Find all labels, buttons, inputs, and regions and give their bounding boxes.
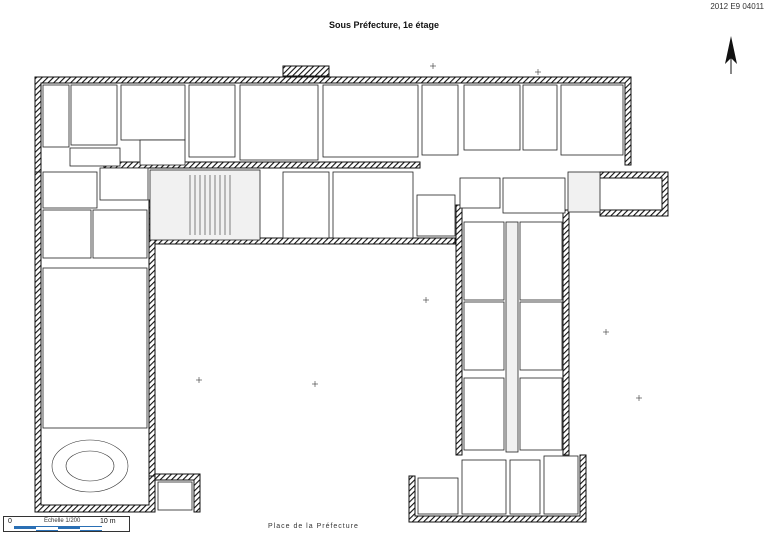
room-north-09 [522,84,558,151]
room-west-01 [42,171,98,209]
room-south-annex [157,481,193,511]
archive-reference: 2012 E9 04011 [710,2,764,11]
room-center-02 [282,171,330,239]
north-arrow-icon [725,36,737,74]
room-north-07 [421,84,459,156]
room-north-03 [120,84,186,141]
room-center-06 [502,177,566,214]
room-center-05 [459,177,501,209]
west-stair-oval [51,439,129,493]
stair-treads [189,175,231,235]
room-east-03 [463,301,505,371]
room-center-01 [99,167,149,201]
east-corridor [505,221,519,453]
room-east-01 [463,221,505,301]
room-west-02 [42,209,92,259]
room-north-04 [188,84,236,158]
room-west-hall [42,267,148,429]
scale-ruler [14,526,102,531]
room-west-03 [92,209,148,259]
room-north-01 [42,84,70,148]
scale-ratio-label: Echelle 1/200 [44,518,81,524]
room-center-03 [332,171,414,239]
room-south-04 [543,455,579,515]
east-wing-inner-wall [455,204,463,456]
east-wing-wall [562,209,570,456]
room-north-11 [69,147,121,167]
room-east-06 [519,377,563,451]
chimney-wall [282,65,330,77]
room-east-04 [519,301,563,371]
west-wing-inner-wall [148,199,156,477]
room-south-03 [509,459,541,515]
room-east-05 [463,377,505,451]
room-south-01 [417,477,459,515]
south-east-block-wall [408,454,587,523]
scale-bar: 0 Echelle 1/200 10 m [3,516,130,532]
room-north-06 [322,84,419,158]
street-label: Place de la Préfecture [268,523,359,530]
east-annex-wall [599,171,669,217]
room-north-02 [70,84,118,146]
room-north-05 [239,84,319,161]
room-north-10 [560,84,624,156]
south-annex-wall [154,473,201,513]
corridor-east-link [567,171,601,213]
scale-ten-label: 10 m [100,518,116,525]
room-north-12 [139,139,186,166]
room-east-02 [519,221,563,301]
room-north-08 [463,84,521,151]
survey-marks [196,63,642,401]
plan-title: Sous Préfecture, 1e étage [328,20,440,30]
room-south-02 [461,459,507,515]
scale-zero-label: 0 [8,518,12,525]
room-center-04 [416,194,456,237]
west-stair-oval-inner [65,450,115,482]
